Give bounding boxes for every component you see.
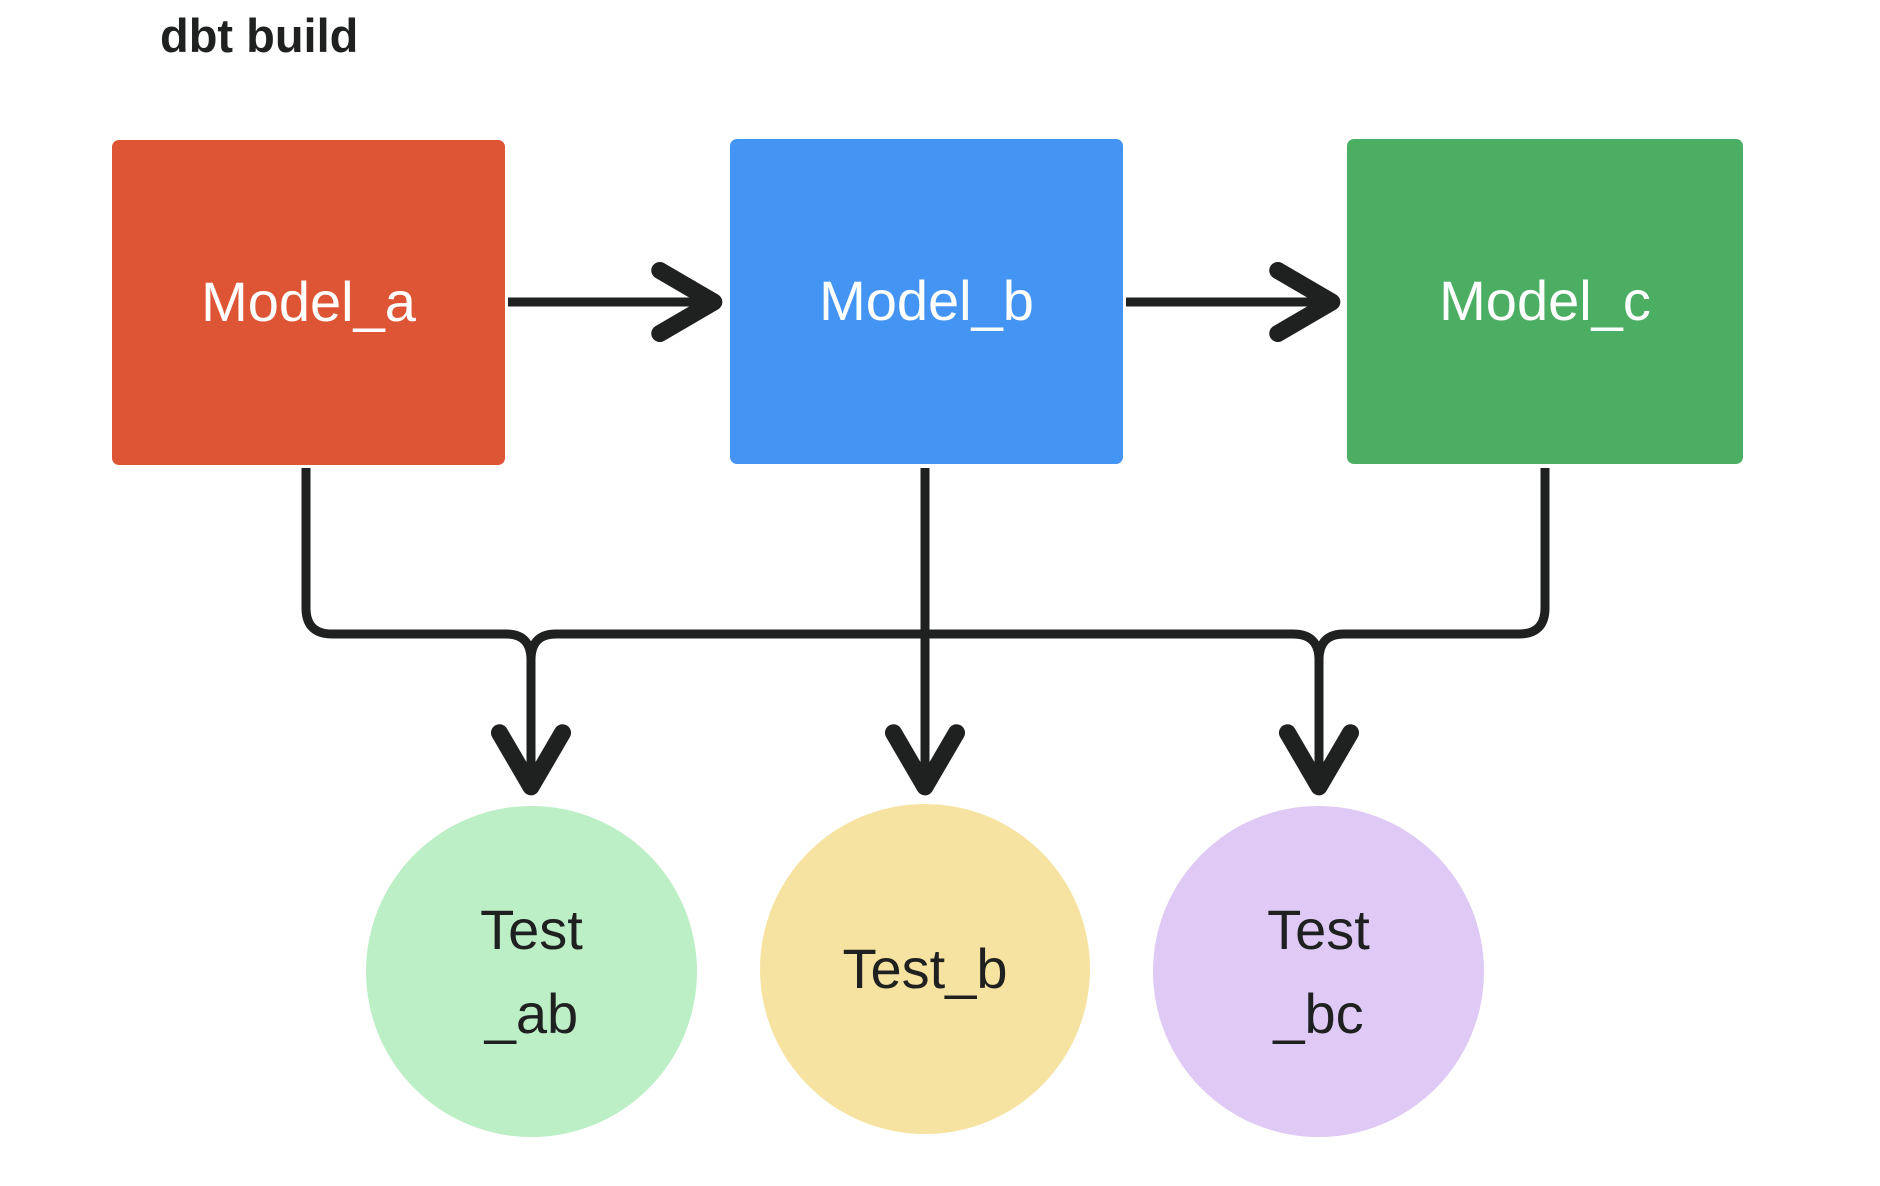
edge-model-a-to-test-ab [301, 468, 572, 796]
node-test-ab[interactable]: Test _ab [366, 806, 697, 1137]
edge-model-b-to-test-ab [526, 629, 925, 661]
diagram-title: dbt build [160, 9, 359, 62]
node-test-bc-label: Test _bc [1267, 897, 1370, 1045]
edge-model-c-to-test-bc [1314, 468, 1550, 661]
node-model-b-label: Model_b [819, 269, 1034, 333]
node-model-b[interactable]: Model_b [730, 139, 1123, 464]
node-model-c-label: Model_c [1439, 269, 1651, 333]
node-test-bc[interactable]: Test _bc [1153, 806, 1484, 1137]
node-model-c[interactable]: Model_c [1347, 139, 1743, 464]
node-test-b[interactable]: Test_b [760, 804, 1090, 1134]
node-model-a-label: Model_a [201, 270, 416, 334]
node-test-b-label: Test_b [842, 937, 1008, 1000]
node-model-a[interactable]: Model_a [112, 140, 505, 465]
node-test-ab-label: Test _ab [480, 897, 583, 1045]
edge-model-b-to-test-bc [925, 629, 1360, 796]
